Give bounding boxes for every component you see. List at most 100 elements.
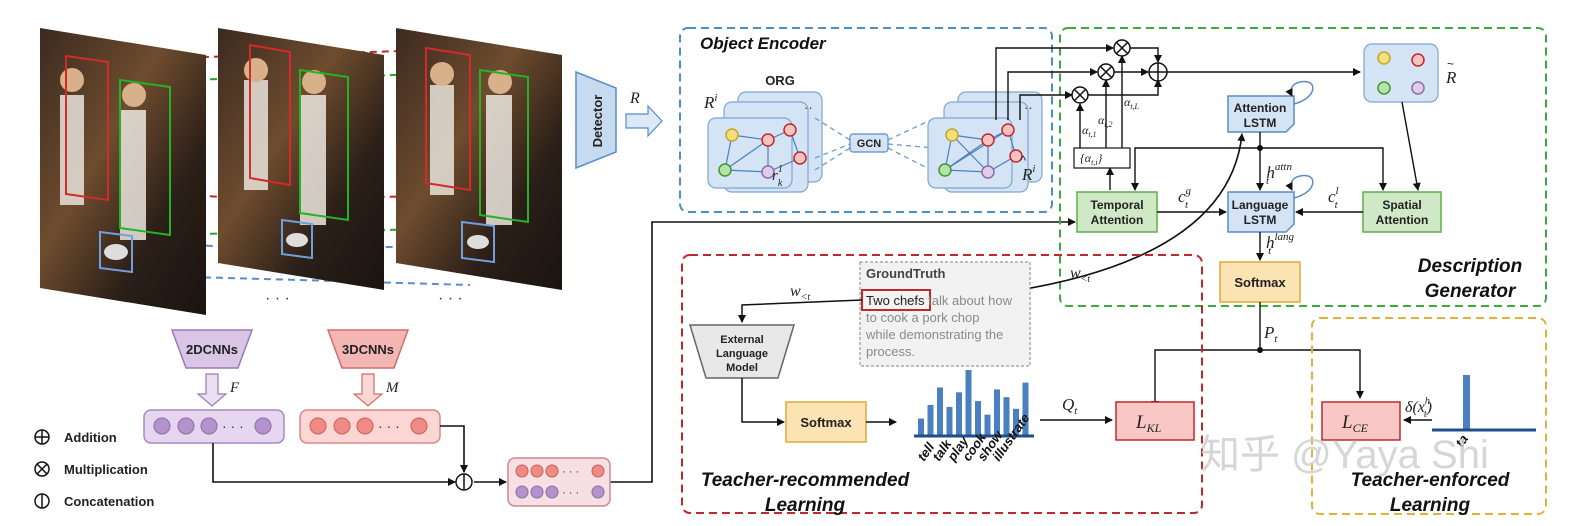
- concat-flow: [212, 218, 1076, 486]
- legend: Addition Multiplication Concatenation: [34, 429, 154, 509]
- distribution-bar: [1022, 382, 1029, 436]
- attention-lstm: Attention LSTM: [1227, 80, 1314, 133]
- legend-multiplication: Multiplication: [64, 462, 148, 477]
- video-frame-1: [40, 28, 206, 315]
- language-lstm: Language LSTM: [1227, 174, 1314, 233]
- svg-text:· · ·: · · ·: [378, 418, 400, 434]
- ground-truth-line3: while demonstrating the: [865, 327, 1003, 342]
- distribution-bar: [946, 406, 953, 436]
- concatenation-node: [455, 473, 473, 491]
- language-lstm-line2: LSTM: [1244, 213, 1277, 227]
- distribution-bar: [937, 387, 943, 436]
- r-output-label: Ri: [1021, 163, 1035, 184]
- org-label: ORG: [765, 73, 795, 88]
- description-generator: Description Generator: [995, 27, 1547, 409]
- feature-M: M: [385, 380, 400, 396]
- alpha-weights-label: {αt,i}: [1080, 151, 1103, 167]
- object-encoder-title: Object Encoder: [700, 34, 827, 53]
- r-tilde-box: [1363, 43, 1439, 103]
- svg-text:~: ~: [1447, 57, 1454, 71]
- detector: Detector R: [575, 70, 663, 170]
- svg-text:··: ··: [804, 100, 813, 115]
- teacher-softmax-label: Softmax: [800, 415, 852, 430]
- watermark: 知乎 @Yaya Shi: [1200, 433, 1489, 477]
- distribution-bar: [927, 404, 934, 436]
- detector-output-R: R: [629, 90, 640, 107]
- teacher-recommended-title-1: Teacher-recommended: [701, 470, 910, 491]
- ground-truth-line2: to cook a pork chop: [866, 310, 979, 325]
- distribution-bars: [918, 370, 1029, 436]
- description-generator-title-1: Description: [1418, 256, 1523, 277]
- p-t-label: Pt: [1263, 323, 1278, 345]
- concatenation-icon: [34, 493, 50, 509]
- elm-line3: Model: [726, 362, 758, 374]
- elm-line2: Language: [716, 348, 768, 360]
- multiplication-icon: [34, 461, 50, 477]
- svg-text:··: ··: [1024, 100, 1033, 115]
- svg-text:^: ^: [1020, 153, 1027, 168]
- gcn-block: GCN: [814, 117, 936, 173]
- distribution-bar: [956, 392, 962, 436]
- teacher-recommended: Teacher-recommended Learning GroundTruth…: [681, 254, 1203, 516]
- multiplication-node-3: [1071, 86, 1089, 104]
- frames-ellipsis-1: · · ·: [265, 290, 290, 307]
- distribution-bar: [918, 418, 924, 436]
- video-frame-3: [396, 28, 562, 290]
- svg-text:· · ·: · · ·: [222, 418, 244, 434]
- teacher-enforced-title-1: Teacher-enforced: [1351, 470, 1510, 491]
- svg-text:· · ·: · · ·: [562, 487, 579, 499]
- detector-label: Detector: [590, 95, 605, 148]
- ground-truth-line4: process.: [866, 344, 915, 359]
- frames-ellipsis-2: · · ·: [438, 290, 463, 307]
- cnn-3d: 3DCNNs M · · ·: [299, 329, 441, 444]
- addition-node: [1148, 62, 1168, 82]
- ground-truth-box: GroundTruth Two chefs talk about how to …: [859, 261, 1031, 367]
- ground-truth-line1: Two chefs talk about how: [866, 293, 1013, 308]
- description-generator-title-2: Generator: [1425, 281, 1517, 302]
- multiplication-node-2: [1097, 63, 1115, 81]
- gcn-label: GCN: [857, 138, 882, 150]
- loss-kl: LKL: [1115, 401, 1195, 441]
- generator-softmax-label: Softmax: [1234, 275, 1286, 290]
- loss-kl-label: LKL: [1135, 412, 1162, 435]
- generator-softmax: Softmax: [1219, 261, 1301, 303]
- q-t-label: Qt: [1062, 395, 1078, 417]
- distribution-bar: [1013, 408, 1019, 436]
- spatial-attention-line2: Attention: [1376, 213, 1429, 227]
- distribution-bar: [965, 370, 972, 436]
- multiplication-node-1: [1113, 39, 1131, 57]
- spatial-attention-line1: Spatial: [1382, 198, 1421, 212]
- language-lstm-line1: Language: [1232, 198, 1289, 212]
- cnn-2d-label: 2DCNNs: [186, 342, 238, 357]
- alpha-1-label: αt,1: [1082, 123, 1097, 139]
- loss-ce-label: LCE: [1341, 412, 1369, 435]
- temporal-attention-line1: Temporal: [1090, 198, 1143, 212]
- legend-addition: Addition: [64, 430, 117, 445]
- attention-lstm-line1: Attention: [1234, 101, 1287, 115]
- distribution-bar: [975, 401, 981, 436]
- loss-ce: LCE: [1321, 401, 1401, 441]
- one-hot-bar: [1463, 375, 1470, 430]
- svg-text:· · ·: · · ·: [562, 466, 579, 478]
- gt-to-elm-arrow: [738, 299, 863, 323]
- concat-feature-box: · · · · · ·: [507, 457, 611, 507]
- cnn-3d-label: 3DCNNs: [342, 342, 394, 357]
- distribution-bar: [994, 389, 1000, 436]
- ground-truth-title: GroundTruth: [866, 266, 945, 281]
- feature-F: F: [229, 380, 240, 396]
- video-frame-2: [218, 28, 384, 290]
- teacher-softmax: Softmax: [785, 401, 867, 443]
- r-tilde-label: R: [1445, 68, 1457, 87]
- elm-line1: External: [720, 334, 763, 346]
- spatial-attention: Spatial Attention: [1362, 191, 1442, 233]
- w-lt-teacher-label: w<t: [790, 283, 810, 303]
- alpha-weights-box: [1073, 147, 1131, 169]
- video-frames: · · · · · ·: [40, 28, 562, 315]
